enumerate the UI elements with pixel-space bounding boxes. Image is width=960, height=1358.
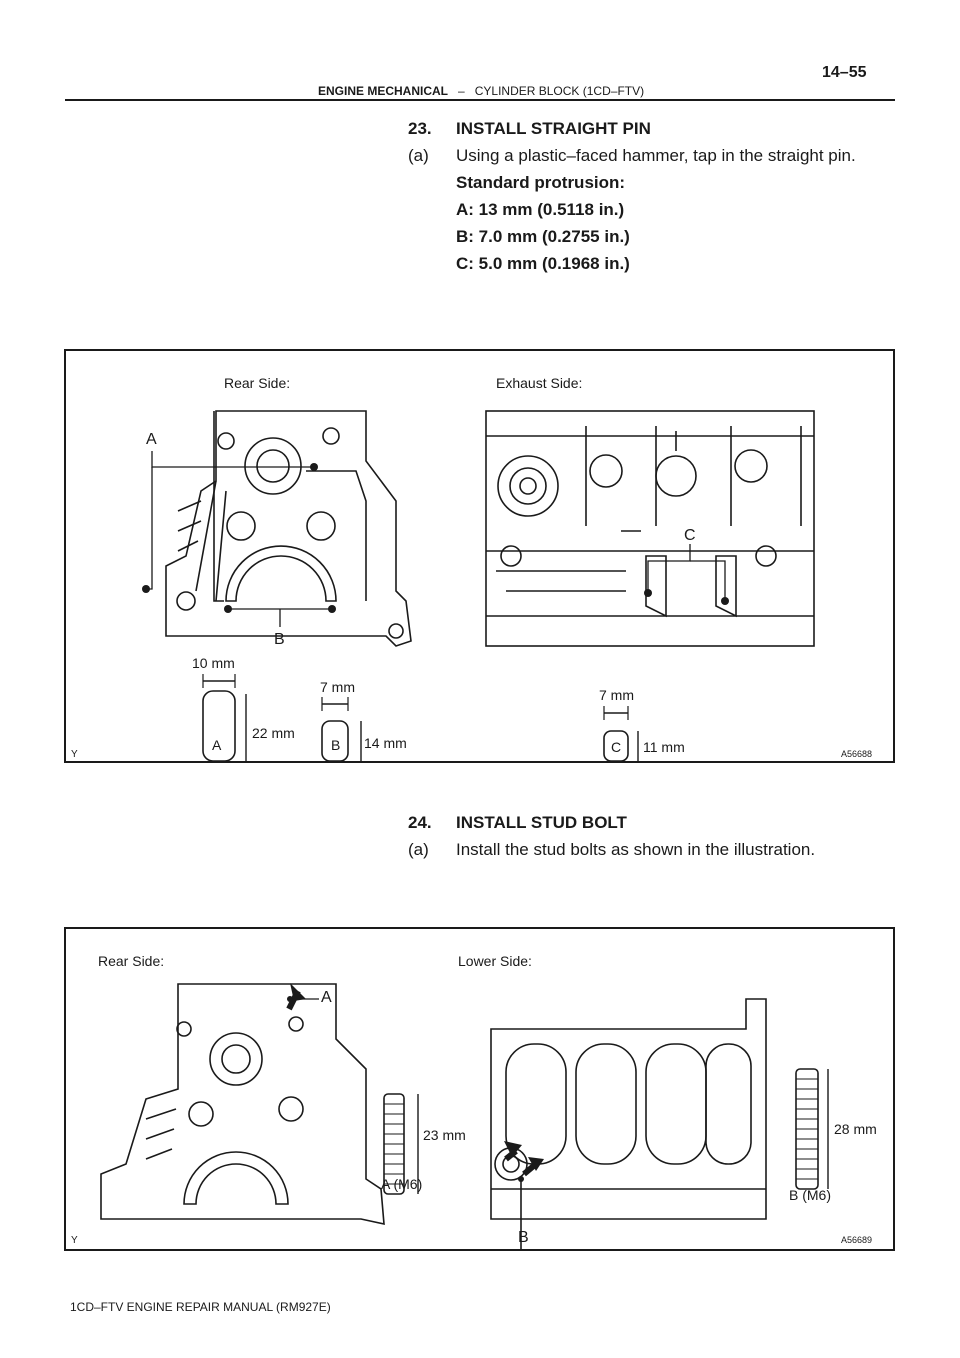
step-23: 23. INSTALL STRAIGHT PIN (a) Using a plast… <box>408 115 856 277</box>
rear-side-block-drawing <box>165 410 412 647</box>
callout-c: C <box>684 527 696 544</box>
exhaust-side-block-drawing <box>485 410 815 647</box>
step-24-sub-a: (a) Install the stud bolts as shown in th… <box>408 836 815 863</box>
bolt-a-threads <box>384 1103 404 1185</box>
running-header: ENGINE MECHANICAL – CYLINDER BLOCK (1CD–… <box>318 84 644 98</box>
figure-2-drawing <box>100 983 829 1249</box>
lower-side-block-drawing <box>490 998 767 1249</box>
figure-straight-pin: Rear Side: Exhaust Side: A B C 10 mm 22 … <box>64 349 895 763</box>
arrow-b2-head <box>528 1157 544 1171</box>
sub-letter: (a) <box>408 840 429 859</box>
lower-side-label: Lower Side: <box>458 953 532 969</box>
step-24: 24. INSTALL STUD BOLT (a) Install the stud… <box>408 809 815 863</box>
pin-b-length: 14 mm <box>364 735 407 751</box>
pin-c-length: 11 mm <box>643 739 685 755</box>
sub-letter: (a) <box>408 146 429 165</box>
header-separator: – <box>458 84 465 98</box>
callout-a-2: A <box>321 989 332 1006</box>
arrow-b1-head <box>504 1141 522 1157</box>
pin-location-dots <box>142 463 729 613</box>
step-title: INSTALL STRAIGHT PIN <box>456 119 651 138</box>
pin-c-diagram <box>603 706 639 761</box>
subsection-title: CYLINDER BLOCK (1CD–FTV) <box>474 84 645 98</box>
pin-b-letter: B <box>331 737 341 753</box>
bolt-b-diagram <box>795 1068 829 1190</box>
page-number: 14–55 <box>822 64 867 81</box>
arrow-a-head <box>290 983 306 1001</box>
corner-mark-2: Y <box>71 1235 78 1246</box>
bolt-a-diagram <box>383 1093 419 1195</box>
bolt-b-name: B (M6) <box>789 1187 831 1203</box>
spec-b: B: 7.0 mm (0.2755 in.) <box>456 227 630 246</box>
pin-a-shape <box>202 690 236 761</box>
callout-b-2: B <box>518 1229 529 1246</box>
exhaust-side-label: Exhaust Side: <box>496 375 583 391</box>
rear-side-label-2: Rear Side: <box>98 953 165 969</box>
pin-b-diagram <box>321 697 362 761</box>
header-rule <box>65 99 895 101</box>
step-number: 24. <box>408 813 432 832</box>
stud-a-dot <box>287 996 293 1002</box>
rear-side-block-drawing-2 <box>100 983 385 1226</box>
pin-a-letter: A <box>212 737 222 753</box>
rear-side-label: Rear Side: <box>224 375 291 391</box>
spec-c: C: 5.0 mm (0.1968 in.) <box>456 254 630 273</box>
sub-text: Install the stud bolts as shown in the i… <box>456 840 816 859</box>
pin-c-letter: C <box>611 739 622 755</box>
figure-1-drawing <box>142 410 815 761</box>
figure-code-2: A56689 <box>841 1235 873 1245</box>
step-23-heading: 23. INSTALL STRAIGHT PIN <box>408 115 856 142</box>
pin-a-length: 22 mm <box>252 725 295 741</box>
step-24-heading: 24. INSTALL STUD BOLT <box>408 809 815 836</box>
bolt-a-length: 23 mm <box>423 1127 466 1143</box>
corner-mark: Y <box>71 749 78 760</box>
step-23-sub-a: (a) Using a plastic–faced hammer, tap in … <box>408 142 856 169</box>
pin-b-width: 7 mm <box>320 679 355 695</box>
bolt-a-name: A (M6) <box>381 1176 423 1192</box>
leader-lines <box>146 451 726 627</box>
stud-b-dot <box>518 1176 524 1182</box>
pin-c-width: 7 mm <box>599 687 634 703</box>
section-title: ENGINE MECHANICAL <box>318 84 449 98</box>
step-title: INSTALL STUD BOLT <box>456 813 627 832</box>
pin-b-shape <box>321 720 349 761</box>
callout-b: B <box>274 631 285 648</box>
figure-stud-bolt: Rear Side: Lower Side: A B 23 mm A (M6) … <box>64 927 895 1251</box>
spec-a: A: 13 mm (0.5118 in.) <box>456 200 625 219</box>
bolt-b-length: 28 mm <box>834 1121 877 1137</box>
callout-a: A <box>146 431 157 448</box>
bolt-b-threads <box>796 1078 818 1180</box>
pin-a-diagram <box>202 674 247 761</box>
pin-c-shape <box>603 730 629 761</box>
spec-title: Standard protrusion: <box>456 173 626 192</box>
figure-code: A56688 <box>841 749 873 759</box>
sub-text: Using a plastic–faced hammer, tap in the… <box>456 146 856 165</box>
manual-footer: 1CD–FTV ENGINE REPAIR MANUAL (RM927E) <box>70 1300 331 1314</box>
step-number: 23. <box>408 119 432 138</box>
pin-a-width: 10 mm <box>192 655 235 671</box>
